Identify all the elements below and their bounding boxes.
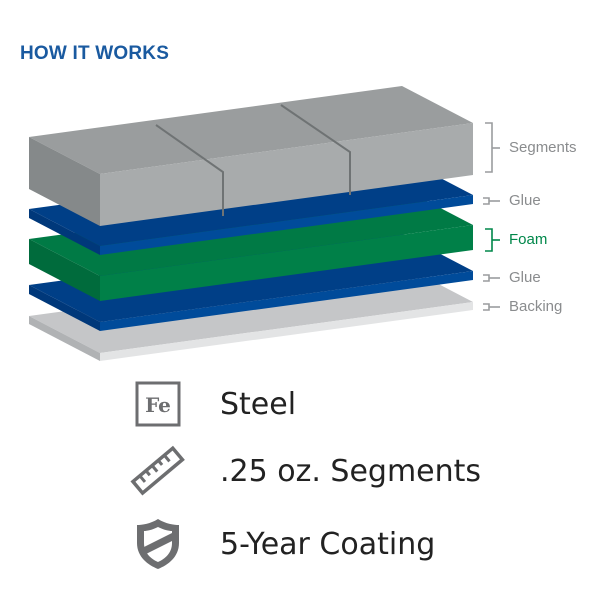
segment-dividers bbox=[155, 104, 351, 216]
label-segments: Segments bbox=[509, 139, 577, 156]
feature-steel: Fe Steel bbox=[130, 376, 550, 432]
feature-segments: .25 oz. Segments bbox=[130, 443, 550, 499]
section-title: HOW IT WORKS bbox=[20, 43, 170, 64]
feature-label: 5-Year Coating bbox=[220, 526, 436, 562]
feature-label: .25 oz. Segments bbox=[220, 453, 482, 489]
label-foam: Foam bbox=[509, 231, 548, 248]
ruler-icon bbox=[130, 443, 186, 499]
label-glue-bottom: Glue bbox=[509, 269, 541, 286]
label-backing: Backing bbox=[509, 298, 563, 315]
label-glue-top: Glue bbox=[509, 192, 541, 209]
svg-text:Fe: Fe bbox=[145, 393, 171, 417]
feature-coating: 5-Year Coating bbox=[130, 516, 550, 572]
iron-element-icon: Fe bbox=[130, 376, 186, 432]
shield-icon bbox=[130, 516, 186, 572]
segments-layer bbox=[29, 86, 473, 226]
feature-label: Steel bbox=[220, 386, 297, 422]
label-brackets bbox=[483, 122, 500, 311]
foam-bracket bbox=[485, 228, 500, 252]
